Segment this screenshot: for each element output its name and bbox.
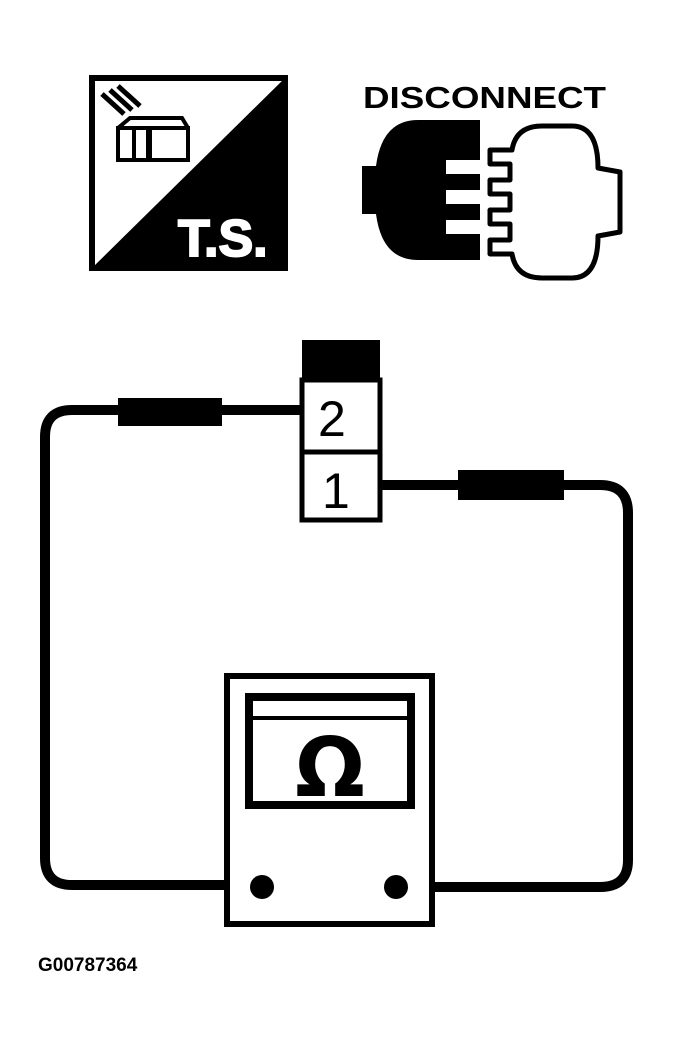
- disconnect-badge: DISCONNECT: [362, 80, 623, 281]
- ts-label: T.S.: [178, 210, 268, 268]
- probe-left: [118, 398, 222, 426]
- disconnected-connector-icon: [362, 120, 623, 281]
- test-lead-right: [380, 470, 633, 892]
- wiring-harness-icon: [100, 84, 190, 162]
- pin-1-label: 1: [322, 463, 350, 519]
- ts-badge: T.S.: [89, 75, 288, 271]
- meter-display: [245, 693, 415, 809]
- meter-terminal-right: [384, 875, 408, 899]
- disconnect-label: DISCONNECT: [363, 80, 606, 115]
- ohmmeter: Ω: [224, 673, 435, 927]
- test-lead-left: [40, 398, 304, 890]
- ohm-symbol: Ω: [295, 721, 365, 816]
- probe-right: [458, 470, 564, 500]
- pin-2-label: 2: [318, 391, 346, 447]
- meter-terminal-left: [250, 875, 274, 899]
- figure-id: G00787364: [38, 955, 138, 976]
- connector-block: 2 1: [299, 340, 383, 523]
